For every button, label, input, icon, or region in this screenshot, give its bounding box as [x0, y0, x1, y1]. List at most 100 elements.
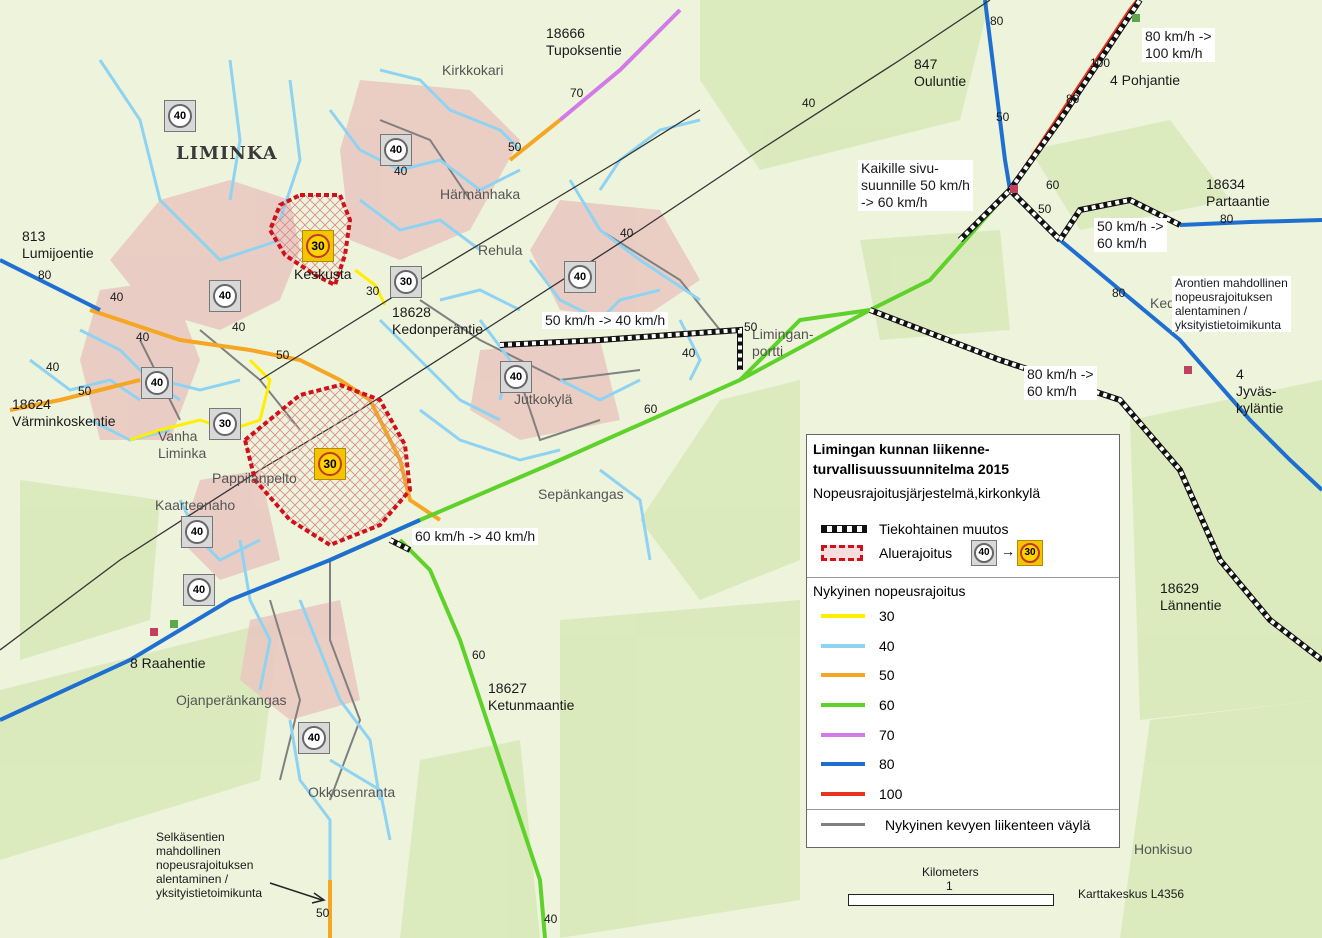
place-jutkokyla: Jutkokylä	[514, 391, 573, 407]
junction-marker	[1184, 366, 1192, 374]
limit-80-swatch	[821, 762, 865, 766]
annotation-raahentie-change: 60 km/h -> 40 km/h	[412, 528, 539, 545]
zone-speed-sign: 30	[314, 448, 346, 480]
speed-sign-value: 40	[187, 578, 211, 602]
road-label-jyvaskylantie: 4 Jyväs- kyläntie	[1236, 366, 1284, 416]
road-50-tupoksentie	[508, 118, 562, 162]
route-number: 40	[682, 346, 696, 360]
place-limingan-portti: Limingan- portti	[752, 326, 814, 359]
limit-80-label: 80	[879, 756, 895, 772]
annotation-pohjantie-change: 80 km/h -> 100 km/h	[1142, 28, 1215, 62]
legend-sign-to-value: 30	[1020, 543, 1040, 563]
place-sepankangas: Sepänkangas	[538, 486, 624, 502]
scale-bar	[848, 894, 1054, 906]
limit-40-label: 40	[879, 638, 895, 654]
place-ojanperankangas: Ojanperänkangas	[176, 692, 287, 708]
junction-marker	[1010, 185, 1018, 193]
route-number: 50	[276, 348, 290, 362]
speed-sign: 40	[298, 722, 330, 754]
limit-50-label: 50	[879, 667, 895, 683]
railway	[0, 0, 991, 651]
limit-40-swatch	[821, 644, 865, 648]
zone-speed-sign-value: 30	[318, 452, 342, 476]
road-80-ouluntie	[983, 0, 1012, 191]
legend-divider	[807, 809, 1119, 810]
route-number: 60	[644, 402, 658, 416]
town-label: LIMINKA	[176, 143, 278, 164]
road-label-ketunmaantie: 18627 Ketunmaantie	[488, 680, 575, 713]
route-number: 30	[366, 284, 380, 298]
road-label-tupoksentie: 18666 Tupoksentie	[546, 25, 622, 58]
legend-sign-from: 40	[971, 540, 997, 566]
route-number: 80	[1112, 286, 1126, 300]
route-number: 80	[1066, 92, 1080, 106]
place-vanha-liminka: Vanha Liminka	[158, 428, 207, 461]
speed-sign: 30	[209, 408, 241, 440]
place-kirkkokari: Kirkkokari	[442, 62, 504, 78]
legend-subtitle: Nopeusrajoitusjärjestelmä,kirkonkylä	[813, 485, 1041, 501]
light-traffic-swatch	[821, 823, 865, 826]
legend-row-road-change: Tiekohtainen muutos	[821, 519, 1111, 539]
limit-70-swatch	[821, 733, 865, 737]
route-number: 50	[78, 384, 92, 398]
route-number: 60	[1046, 178, 1060, 192]
speed-sign-value: 40	[145, 371, 169, 395]
speed-sign: 40	[209, 280, 241, 312]
speed-sign: 40	[500, 361, 532, 393]
road-label-ouluntie: 847 Ouluntie	[914, 56, 967, 89]
annotation-kedonperantie-change: 50 km/h -> 40 km/h	[542, 312, 669, 329]
limit-50-swatch	[821, 673, 865, 677]
place-kaarteenaho: Kaarteenaho	[155, 497, 236, 513]
route-number: 60	[472, 648, 486, 662]
limit-70-label: 70	[879, 727, 895, 743]
road-label-partaantie: 18634 Partaantie	[1206, 176, 1270, 209]
annotation-arrowhead	[311, 892, 326, 904]
route-number: 40	[394, 164, 408, 178]
place-honkisuo: Honkisuo	[1134, 841, 1193, 857]
legend-sign-to: 30	[1017, 540, 1043, 566]
map-legend: Limingan kunnan liikenne- turvallisuussu…	[806, 434, 1120, 848]
speed-sign: 40	[164, 100, 196, 132]
road-change-swatch	[821, 525, 867, 533]
junction-marker	[170, 620, 178, 628]
zone-speed-sign-value: 30	[306, 234, 330, 258]
annotation-selkasentien: Selkäsentien mahdollinen nopeusrajoituks…	[156, 830, 263, 900]
annotation-sivusuunnille: Kaikille sivu- suunnille 50 km/h -> 60 k…	[858, 160, 973, 211]
route-number: 40	[544, 912, 558, 926]
road-label-raahentie: 8 Raahentie	[130, 655, 206, 671]
annotation-arrow	[269, 882, 323, 901]
route-number: 40	[232, 320, 246, 334]
route-number: 50	[744, 320, 758, 334]
limit-30-swatch	[821, 614, 865, 618]
place-okkosenranta: Okkosenranta	[308, 784, 396, 800]
junction-marker	[1132, 14, 1140, 22]
zone-speed-sign: 30	[302, 230, 334, 262]
speed-sign-value: 30	[394, 270, 418, 294]
scale-value-label: 1	[946, 879, 953, 893]
route-number: 40	[620, 226, 634, 240]
annotation-arontien: Arontien mahdollinen nopeusrajoituksen a…	[1172, 276, 1291, 332]
road-label-lannentie: 18629 Lännentie	[1160, 580, 1222, 613]
limit-30-label: 30	[879, 608, 895, 624]
route-number: 40	[136, 330, 150, 344]
speed-sign-value: 40	[504, 365, 528, 389]
route-number: 80	[38, 268, 52, 282]
speed-sign-value: 30	[213, 412, 237, 436]
route-number: 50	[1038, 202, 1052, 216]
area-limit-swatch	[821, 545, 863, 561]
route-number: 40	[46, 360, 60, 374]
railway-branch	[259, 109, 701, 381]
route-number: 100	[1090, 56, 1111, 70]
road-60-limingan-portti	[738, 308, 871, 382]
speed-sign: 40	[181, 516, 213, 548]
arrow-right-icon: →	[1001, 543, 1015, 559]
route-number: 50	[316, 906, 330, 920]
speed-sign-value: 40	[213, 284, 237, 308]
place-keskusta: Keskusta	[294, 266, 352, 282]
legend-title: Limingan kunnan liikenne- turvallisuussu…	[813, 441, 1010, 477]
speed-sign-value: 40	[568, 265, 592, 289]
current-limits-title: Nykyinen nopeusrajoitus	[813, 583, 966, 599]
junction-marker	[150, 628, 158, 636]
